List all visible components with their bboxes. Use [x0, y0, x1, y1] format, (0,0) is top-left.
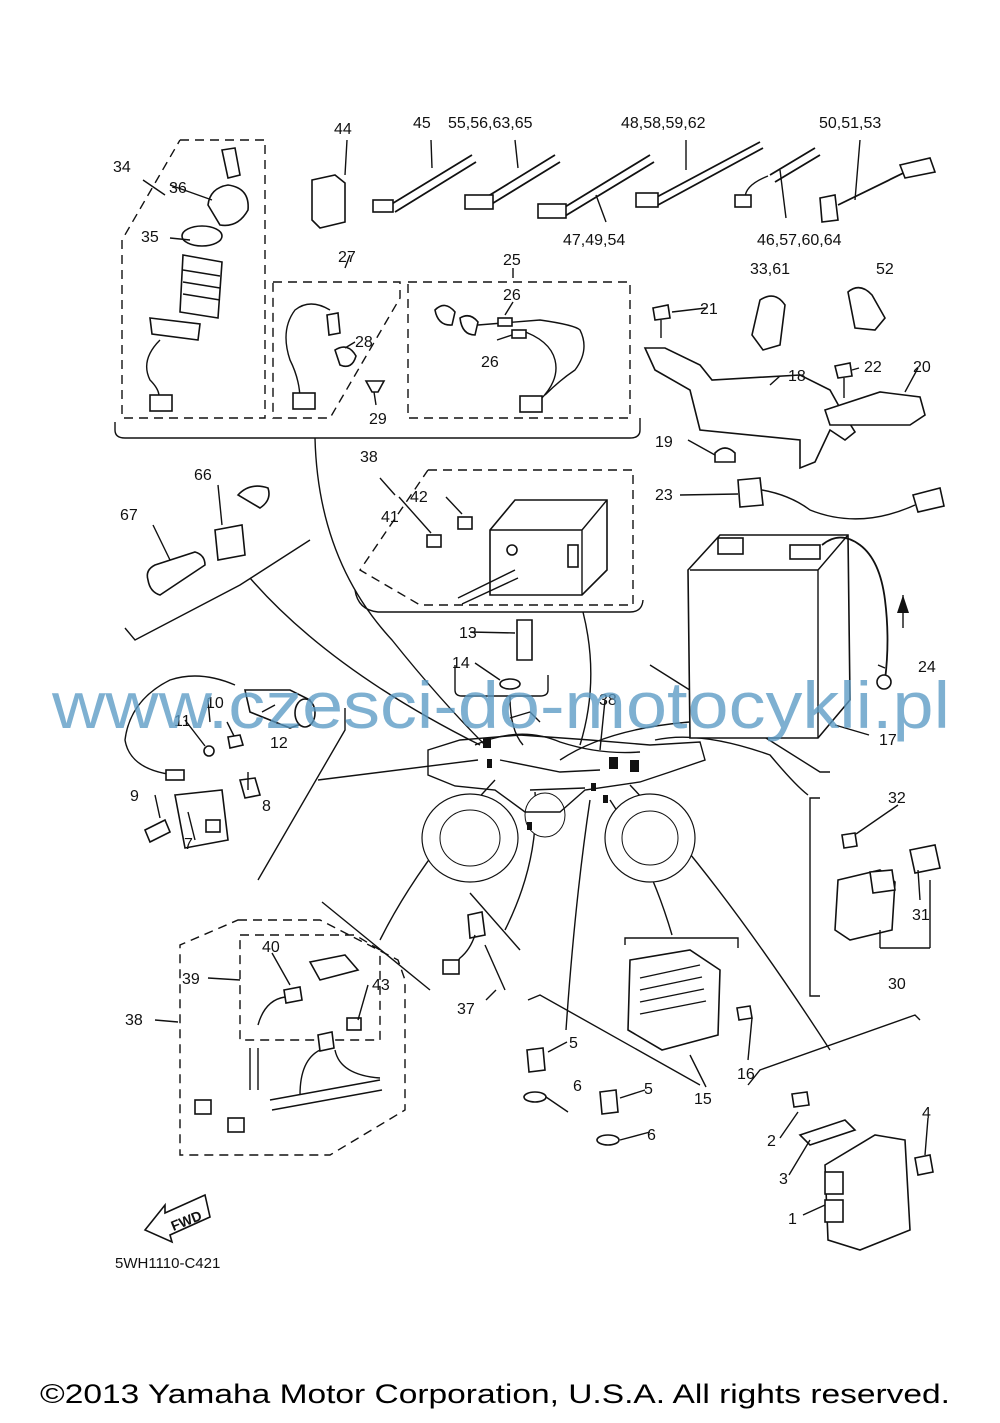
callout-11: 11 — [174, 713, 191, 730]
callout-36: 36 — [169, 180, 187, 197]
callout-10: 10 — [206, 695, 224, 712]
callout-25: 25 — [503, 252, 521, 269]
copyright-notice: ©2013 Yamaha Motor Corporation, U.S.A. A… — [40, 1379, 950, 1409]
callout-43: 43 — [372, 977, 390, 994]
callout-5a: 5 — [569, 1035, 578, 1052]
callout-29: 29 — [369, 411, 387, 428]
callout-23: 23 — [655, 487, 673, 504]
callout-3: 3 — [779, 1171, 788, 1188]
callout-34: 34 — [113, 159, 131, 176]
callout-22: 22 — [864, 359, 882, 376]
callout-2: 2 — [767, 1133, 776, 1150]
callout-20: 20 — [913, 359, 931, 376]
callout-15: 15 — [694, 1091, 712, 1108]
atv-illustration — [421, 711, 706, 883]
callout-18: 18 — [788, 368, 806, 385]
group-frames — [114, 139, 921, 1156]
callout-7: 7 — [184, 836, 193, 853]
callout-38-fusebox: 38 — [360, 449, 378, 466]
callout-17: 17 — [879, 732, 897, 749]
callout-32: 32 — [888, 790, 906, 807]
callout-6b: 6 — [647, 1127, 656, 1144]
callout-6a: 6 — [573, 1078, 582, 1095]
diagram-code: 5WH1110-C421 — [115, 1255, 220, 1272]
callout-13: 13 — [459, 625, 477, 642]
callout-9: 9 — [130, 788, 139, 805]
callout-35: 35 — [141, 229, 159, 246]
callout-pointers — [142, 139, 931, 1216]
callout-45: 45 — [413, 115, 431, 132]
callout-39: 39 — [182, 971, 200, 988]
callout-26a: 26 — [503, 287, 521, 304]
leader-lines — [249, 437, 831, 1051]
watermark: www.czesci-do-motocykli.pl — [51, 668, 950, 742]
callout-4: 4 — [922, 1105, 931, 1122]
callout-14: 14 — [452, 655, 470, 672]
callout-1: 1 — [788, 1211, 797, 1228]
part-drawings — [124, 141, 945, 1251]
callout-44: 44 — [334, 121, 352, 138]
callout-67: 67 — [120, 507, 138, 524]
callout-31: 31 — [912, 907, 930, 924]
callout-33-61: 33,61 — [750, 261, 790, 278]
callout-27: 27 — [338, 249, 356, 266]
callout-24: 24 — [918, 659, 936, 676]
callout-8: 8 — [262, 798, 271, 815]
callout-41: 41 — [381, 509, 399, 526]
callout-37: 37 — [457, 1001, 475, 1018]
callout-21: 21 — [700, 301, 718, 318]
callout-50-51-53: 50,51,53 — [819, 115, 881, 132]
callout-55-56-63-65: 55,56,63,65 — [448, 115, 533, 132]
callout-38-subharness: 38 — [125, 1012, 143, 1029]
callout-labels: 1 2 3 4 5 5 6 6 7 8 9 10 11 12 13 14 15 … — [113, 115, 936, 1228]
callout-52: 52 — [876, 261, 894, 278]
callout-42: 42 — [410, 489, 428, 506]
callout-5b: 5 — [644, 1081, 653, 1098]
callout-30: 30 — [888, 976, 906, 993]
callout-46-57-60-64: 46,57,60,64 — [757, 232, 842, 249]
callout-38-harness: 38 — [599, 692, 617, 709]
callout-48-58-59-62: 48,58,59,62 — [621, 115, 706, 132]
callout-47-49-54: 47,49,54 — [563, 232, 625, 249]
callout-66: 66 — [194, 467, 212, 484]
callout-26b: 26 — [481, 354, 499, 371]
callout-16: 16 — [737, 1066, 755, 1083]
callout-28: 28 — [355, 334, 373, 351]
callout-40: 40 — [262, 939, 280, 956]
callout-19: 19 — [655, 434, 673, 451]
callout-12: 12 — [270, 735, 288, 752]
